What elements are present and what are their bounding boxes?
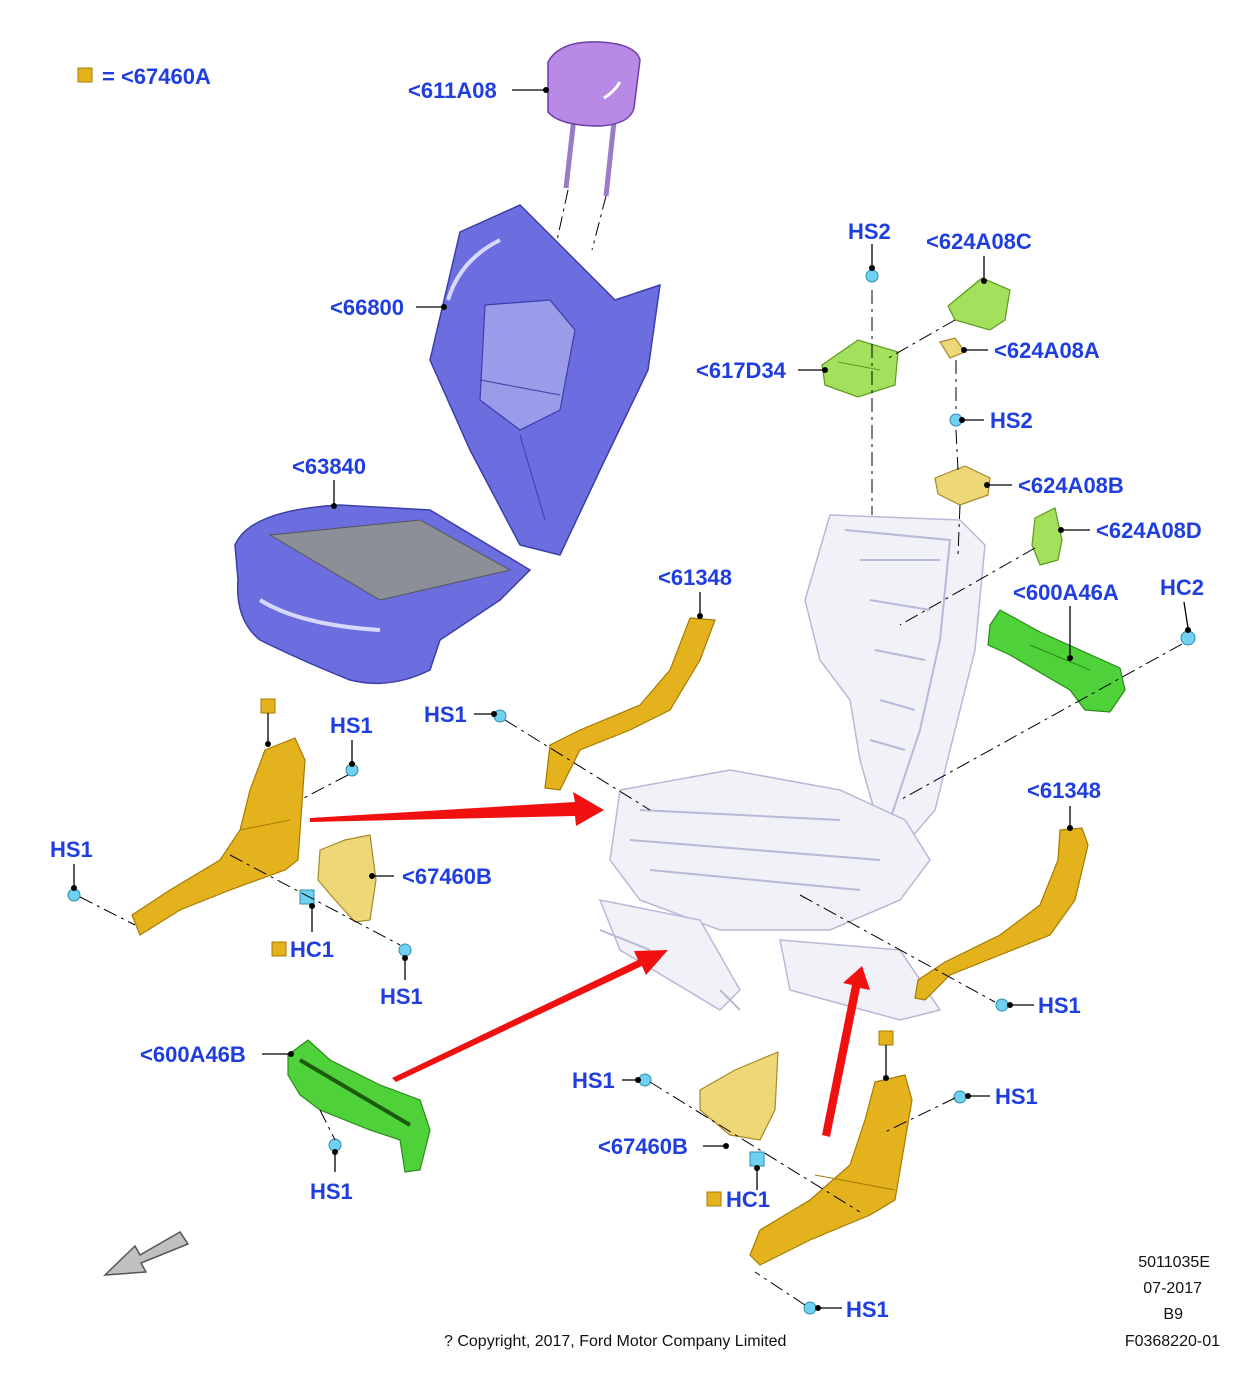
label-624a08b: <624A08B <box>1018 473 1124 498</box>
headrest-part[interactable] <box>547 41 641 197</box>
label-hs1-bottom-right: HS1 <box>846 1297 889 1322</box>
label-hs1-left-bottom: HS1 <box>380 984 423 1009</box>
legend-text: = <67460A <box>102 64 211 89</box>
marker-hc1-left <box>271 941 287 957</box>
red-arrow-right <box>822 966 870 1137</box>
front-direction-arrow-icon <box>102 1230 190 1276</box>
seat-cushion-part[interactable] <box>234 504 532 685</box>
label-seat-cushion: <63840 <box>292 454 366 479</box>
label-61348-left: <61348 <box>658 565 732 590</box>
bracket-624a08a-part[interactable] <box>939 337 966 359</box>
module-617d34-part[interactable] <box>821 339 899 398</box>
footer-copyright: ? Copyright, 2017, Ford Motor Company Li… <box>444 1333 786 1350</box>
bracket-624a08c-part[interactable] <box>947 277 1011 331</box>
label-hs1-right-shield: HS1 <box>995 1084 1038 1109</box>
label-hc1-right: HC1 <box>726 1187 770 1212</box>
screw-hs1-left-bottom <box>398 943 412 957</box>
label-600a46a: <600A46A <box>1013 580 1119 605</box>
leader-lines <box>71 87 1191 1311</box>
label-hs2-top: HS2 <box>848 219 891 244</box>
assembly-arrows <box>310 792 870 1137</box>
label-624a08d: <624A08D <box>1096 518 1202 543</box>
side-shield-right-part[interactable] <box>749 1074 913 1266</box>
footer-part-code: F0368220-01 <box>1125 1333 1220 1350</box>
label-67460b-left: <67460B <box>402 864 492 889</box>
footer-ref-code: 5011035E <box>1138 1254 1210 1271</box>
label-hs1-right-trim: HS1 <box>1038 993 1081 1018</box>
bracket-624a08d-part[interactable] <box>1031 507 1063 566</box>
label-hs1-center-left: HS1 <box>424 702 467 727</box>
label-seat-back: <66800 <box>330 295 404 320</box>
shield-600a46a-part[interactable] <box>987 609 1126 713</box>
seat-frame-part[interactable] <box>598 514 986 1021</box>
shield-600a46b-part[interactable] <box>287 1039 431 1173</box>
clip-hc1-left <box>299 889 315 905</box>
label-hs1-left-shield: HS1 <box>330 713 373 738</box>
label-624a08c: <624A08C <box>926 229 1032 254</box>
label-hs1-600a46b: HS1 <box>310 1179 353 1204</box>
label-67460b-right: <67460B <box>598 1134 688 1159</box>
legend-swatch <box>77 67 93 83</box>
marker-hc1-right <box>706 1191 722 1207</box>
label-624a08a: <624A08A <box>994 338 1100 363</box>
marker-right-shield <box>878 1030 894 1046</box>
label-hs2-mid: HS2 <box>990 408 1033 433</box>
label-hs1-lower-center: HS1 <box>572 1068 615 1093</box>
clip-hc1-right <box>749 1151 765 1167</box>
shield-67460b-right-part[interactable] <box>699 1051 779 1141</box>
alignment-lines <box>79 290 1183 1306</box>
label-617d34: <617D34 <box>696 358 787 383</box>
screw-hc2 <box>1180 630 1196 646</box>
side-shield-left-part[interactable] <box>131 737 306 936</box>
label-600a46b: <600A46B <box>140 1042 246 1067</box>
bracket-624a08b-part[interactable] <box>934 465 991 506</box>
trim-61348-left-part[interactable] <box>544 617 716 791</box>
trim-61348-right-part[interactable] <box>914 827 1089 1001</box>
screw-hs1-right-trim <box>995 998 1009 1012</box>
label-hc2: HC2 <box>1160 575 1204 600</box>
marker-left-shield <box>260 698 276 714</box>
label-61348-right: <61348 <box>1027 778 1101 803</box>
screw-hs1-right-shield <box>953 1090 967 1104</box>
screw-hs1-bottom-right <box>803 1301 817 1315</box>
screw-hs2-top <box>865 269 879 283</box>
label-headrest: <611A08 <box>408 78 497 103</box>
label-hc1-left: HC1 <box>290 937 334 962</box>
red-arrow-lower <box>392 950 668 1082</box>
red-arrow-upper <box>310 792 604 826</box>
footer-rev: B9 <box>1163 1306 1183 1323</box>
footer-date: 07-2017 <box>1143 1280 1202 1297</box>
label-hs1-far-left: HS1 <box>50 837 93 862</box>
shield-67460b-left-part[interactable] <box>317 834 377 923</box>
seat-back-part[interactable] <box>429 204 661 556</box>
